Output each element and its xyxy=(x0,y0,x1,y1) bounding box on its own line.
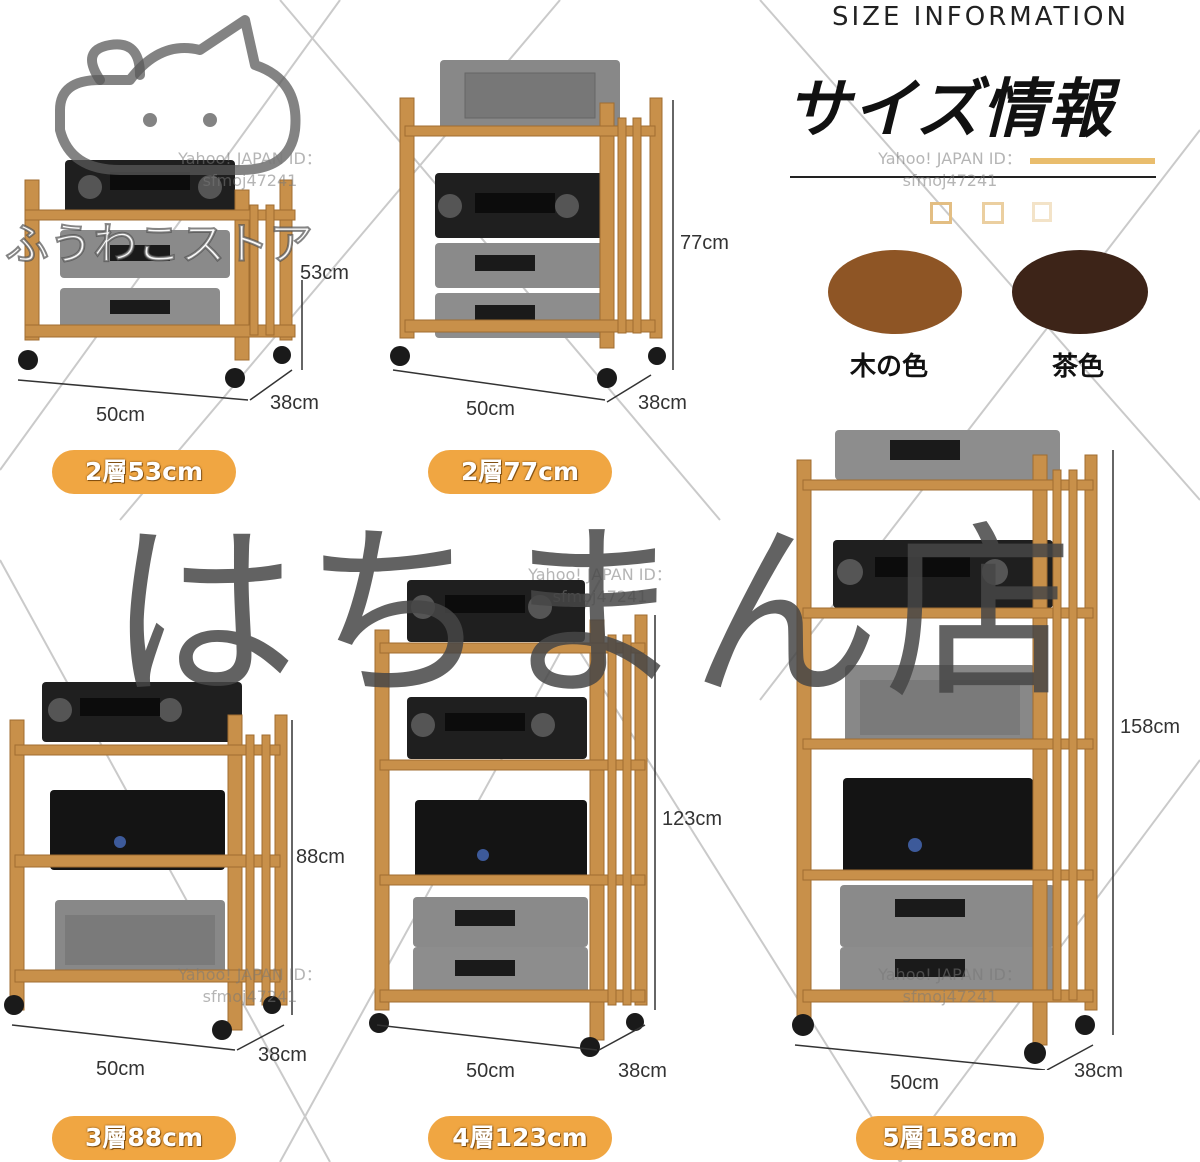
rack-4tier-123-illustration xyxy=(369,580,648,1057)
swatch-wood xyxy=(828,250,962,334)
yahoo-id-line2: sfmoj47241 xyxy=(902,171,998,190)
dimension-lines-1 xyxy=(17,280,303,401)
product-badge: 4層123cm xyxy=(428,1116,612,1160)
silver-component xyxy=(413,897,588,997)
yahoo-id-watermark: Yahoo! JAPAN ID： sfmoj47241 xyxy=(500,564,700,608)
product-badge: 3層88cm xyxy=(52,1116,236,1160)
height-label: 123cm xyxy=(662,808,723,830)
size-information-jp-title: サイズ情報 xyxy=(786,73,1115,147)
yahoo-id-watermark: Yahoo! JAPAN ID： sfmoj47241 xyxy=(850,148,1050,192)
depth-label: 38cm xyxy=(638,392,687,414)
black-amplifier xyxy=(415,800,587,880)
yahoo-id-line2: sfmoj47241 xyxy=(202,171,298,190)
yahoo-id-line2: sfmoj47241 xyxy=(202,987,298,1006)
yahoo-id-watermark: Yahoo! JAPAN ID： sfmoj47241 xyxy=(150,964,350,1008)
title-underline xyxy=(790,176,1156,178)
decorative-squares xyxy=(930,200,1052,224)
silver-amplifier xyxy=(845,665,1035,747)
swatch-tea-label: 茶色 xyxy=(1052,352,1105,382)
width-label: 50cm xyxy=(890,1072,939,1094)
stereo-receiver xyxy=(42,682,242,742)
width-label: 50cm xyxy=(466,1060,515,1082)
silver-component xyxy=(60,230,230,333)
yahoo-id-watermark: Yahoo! JAPAN ID： sfmoj47241 xyxy=(850,964,1050,1008)
silver-component xyxy=(840,885,1055,1002)
width-label: 50cm xyxy=(466,398,515,420)
shop-logo-outline xyxy=(55,15,301,175)
height-label: 53cm xyxy=(300,262,349,284)
silver-amplifier xyxy=(55,900,225,975)
dimension-lines-5 xyxy=(794,450,1114,1070)
dimension-lines-2 xyxy=(392,100,674,403)
yahoo-id-line2: sfmoj47241 xyxy=(552,587,648,606)
width-label: 50cm xyxy=(96,1058,145,1080)
product-badge: 2層77cm xyxy=(428,450,612,494)
yahoo-id-watermark: Yahoo! JAPAN ID： sfmoj47241 xyxy=(150,148,350,192)
title-accent-bar xyxy=(1030,158,1155,164)
swatch-tea xyxy=(1012,250,1148,334)
shop-name-watermark: ふうわこストア xyxy=(4,218,314,271)
stereo-receiver xyxy=(435,173,610,238)
dimension-lines-3 xyxy=(11,720,293,1051)
store-name-watermark: はちまん店 xyxy=(108,504,1079,725)
yahoo-id-line1: Yahoo! JAPAN ID： xyxy=(528,565,672,584)
rack-2tier-77-illustration xyxy=(390,60,666,388)
height-label: 88cm xyxy=(296,846,345,868)
silver-amplifier xyxy=(440,60,620,132)
yahoo-id-line1: Yahoo! JAPAN ID： xyxy=(878,149,1022,168)
black-amplifier xyxy=(50,790,225,870)
swatch-wood-label: 木の色 xyxy=(850,352,929,382)
depth-label: 38cm xyxy=(270,392,319,414)
dimension-lines-4 xyxy=(376,615,656,1051)
stereo-receiver xyxy=(833,540,1053,608)
silver-component-top xyxy=(835,430,1060,480)
yahoo-id-line1: Yahoo! JAPAN ID： xyxy=(178,149,322,168)
size-information-title: SIZE INFORMATION xyxy=(832,2,1129,32)
height-label: 158cm xyxy=(1120,716,1181,738)
product-badge: 5層158cm xyxy=(856,1116,1044,1160)
yahoo-id-line1: Yahoo! JAPAN ID： xyxy=(878,965,1022,984)
rack-3tier-88-illustration xyxy=(4,682,288,1040)
product-badge: 2層53cm xyxy=(52,450,236,494)
depth-label: 38cm xyxy=(618,1060,667,1082)
depth-label: 38cm xyxy=(1074,1060,1123,1082)
height-label: 77cm xyxy=(680,232,729,254)
yahoo-id-line1: Yahoo! JAPAN ID： xyxy=(178,965,322,984)
rack-5tier-158-illustration xyxy=(792,430,1098,1064)
yahoo-id-line2: sfmoj47241 xyxy=(902,987,998,1006)
width-label: 50cm xyxy=(96,404,145,426)
stereo-receiver xyxy=(407,580,587,759)
depth-label: 38cm xyxy=(258,1044,307,1066)
black-amplifier xyxy=(843,778,1033,878)
